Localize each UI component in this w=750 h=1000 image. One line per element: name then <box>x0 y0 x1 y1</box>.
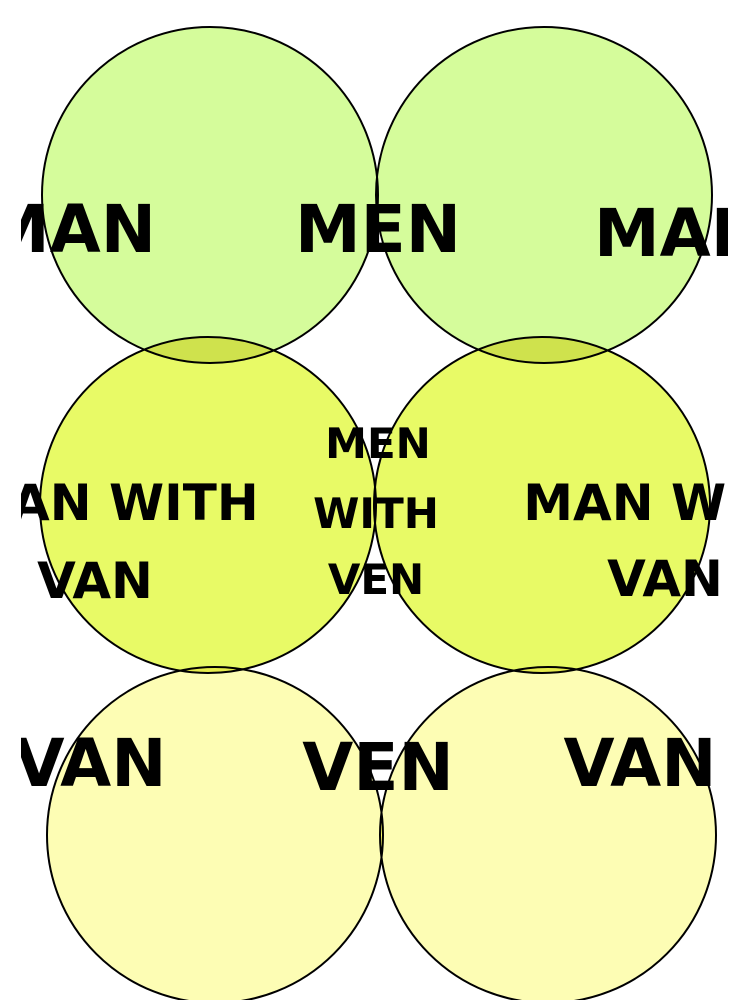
outline-top-right <box>375 26 713 364</box>
outline-bottom-left <box>46 666 384 1000</box>
circle-top-right <box>376 27 712 363</box>
label-top-center: MEN <box>295 191 461 268</box>
label-bottom-left: VAN <box>14 725 167 802</box>
label-top-left: MAN <box>0 191 156 268</box>
circle-middle-right <box>374 337 710 673</box>
label-middle-left-line1: MAN WITH <box>0 474 259 532</box>
outline-middle-right <box>373 336 711 674</box>
label-center-line3: VEN <box>328 555 424 604</box>
label-center-line1: MEN <box>325 419 431 468</box>
circle-bottom-right <box>380 667 716 1000</box>
circle-middle-left <box>40 337 376 673</box>
circle-top-left <box>42 27 378 363</box>
outline-middle-left <box>39 336 377 674</box>
label-middle-right-line1: MAN WITH <box>523 474 750 532</box>
label-center-line2: WITH <box>313 489 439 538</box>
circle-group <box>40 27 716 1000</box>
label-top-right: MAN <box>594 195 750 272</box>
outline-group <box>39 26 717 1000</box>
outline-top-left <box>41 26 379 364</box>
label-bottom-center: VEN <box>302 729 453 806</box>
label-middle-right-line2: VAN <box>607 550 723 608</box>
circle-bottom-left <box>47 667 383 1000</box>
outline-bottom-right <box>379 666 717 1000</box>
label-middle-left-line2: VAN <box>37 552 153 610</box>
label-bottom-right: VAN <box>564 725 717 802</box>
